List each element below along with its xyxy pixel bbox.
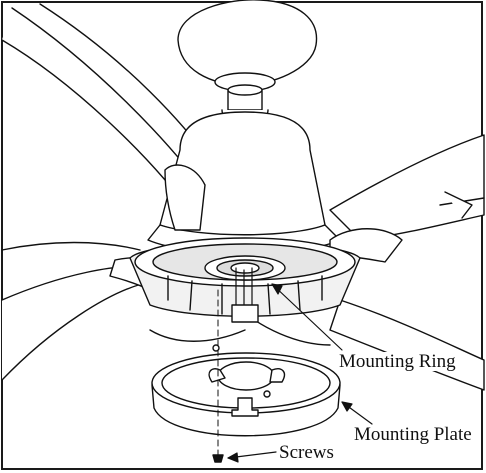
screw [212,289,224,463]
mounting-plate [151,344,341,437]
mounting-ring-label: Mounting Ring [338,351,457,372]
leader-lines [227,283,373,463]
canopy [177,0,318,92]
fan-blade-right-lower [329,299,485,391]
fan-blade-right [329,134,485,241]
blade-arm-left [164,164,206,231]
mounting-plate-label: Mounting Plate [353,424,473,445]
mounting-ring [204,255,286,323]
screws-label: Screws [278,442,335,463]
leader-mounting-ring [271,283,343,351]
